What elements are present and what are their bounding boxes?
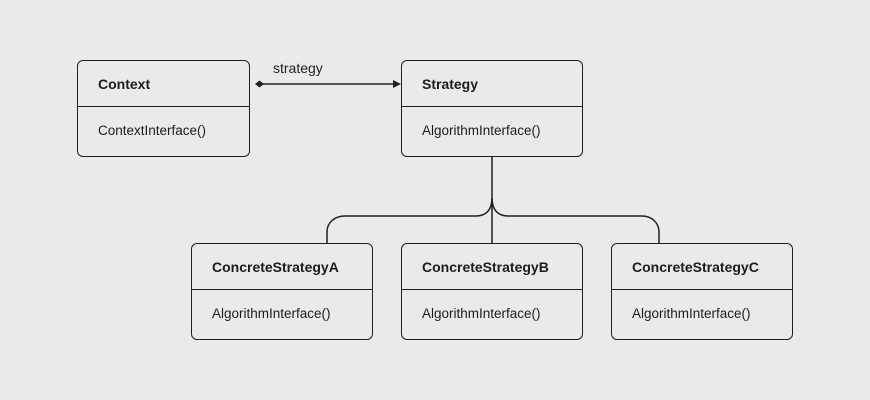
class-box-strategy: Strategy AlgorithmInterface(): [401, 60, 583, 157]
class-method: AlgorithmInterface(): [422, 123, 541, 138]
association-arrowhead: [393, 80, 401, 88]
class-name: Strategy: [402, 61, 582, 107]
class-method: ContextInterface(): [98, 123, 207, 138]
class-box-concrete-strategy-b: ConcreteStrategyB AlgorithmInterface(): [401, 243, 583, 340]
class-name: ConcreteStrategyB: [402, 244, 582, 290]
class-method: AlgorithmInterface(): [212, 306, 331, 321]
inheritance-branch-right: [491, 197, 660, 243]
class-box-concrete-strategy-c: ConcreteStrategyC AlgorithmInterface(): [611, 243, 793, 340]
composition-diamond: [255, 80, 264, 88]
class-box-concrete-strategy-a: ConcreteStrategyA AlgorithmInterface(): [191, 243, 373, 340]
association-label: strategy: [273, 60, 323, 76]
class-name: Context: [78, 61, 249, 107]
class-method: AlgorithmInterface(): [422, 306, 541, 321]
inheritance-branch-left: [326, 197, 493, 243]
class-box-context: Context ContextInterface(): [77, 60, 250, 157]
class-name: ConcreteStrategyC: [612, 244, 792, 290]
class-method: AlgorithmInterface(): [632, 306, 751, 321]
class-name: ConcreteStrategyA: [192, 244, 372, 290]
